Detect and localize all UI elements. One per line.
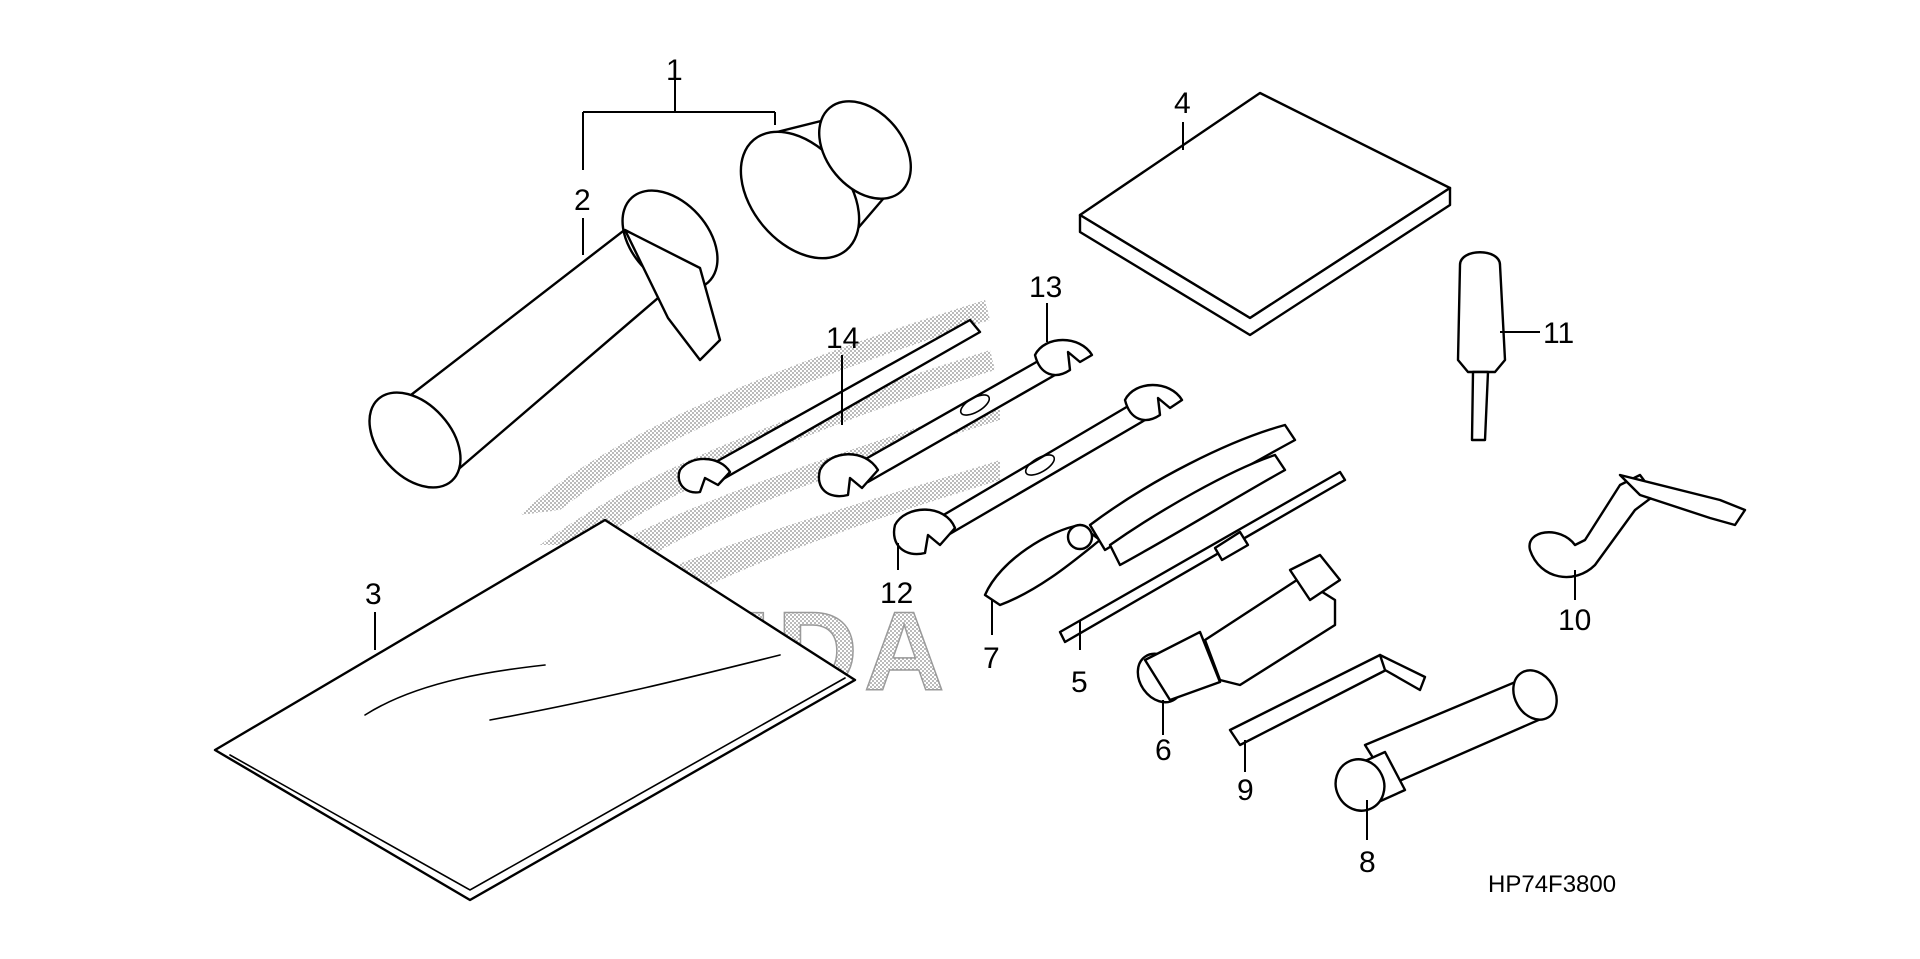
callout-11: 11: [1543, 317, 1574, 350]
callout-9: 9: [1237, 774, 1254, 807]
callout-4: 4: [1174, 87, 1191, 120]
offset-spanner: [1528, 473, 1747, 579]
screwdriver-blade: [1058, 470, 1347, 644]
tool-pouch: [213, 518, 857, 902]
screwdriver-grip: [1456, 251, 1507, 442]
callout-labels: 1 2 3 4 5 6 7 8 9 10 11 12 13 14: [365, 54, 1591, 879]
callout-13: 13: [1029, 271, 1062, 304]
screwdriver-handle: [1136, 553, 1342, 704]
callout-3: 3: [365, 578, 382, 611]
callout-6: 6: [1155, 734, 1172, 767]
callout-14: 14: [826, 322, 859, 355]
pliers: [983, 423, 1297, 607]
callout-8: 8: [1359, 846, 1376, 879]
diagram-code: HP74F3800: [1488, 871, 1616, 898]
callout-7: 7: [983, 642, 1000, 675]
callout-5: 5: [1071, 666, 1088, 699]
tool-case-tube: [368, 189, 722, 489]
owners-manual: [1078, 91, 1452, 337]
callout-2: 2: [574, 184, 591, 217]
tool-case-cap: [739, 100, 912, 260]
spark-plug-wrench: [1334, 669, 1558, 812]
wrench-13: [817, 338, 1094, 498]
hex-key: [1228, 653, 1427, 747]
callout-10: 10: [1558, 604, 1591, 637]
callout-12: 12: [880, 577, 913, 610]
leaders: [374, 80, 1576, 840]
callout-1: 1: [666, 54, 683, 87]
